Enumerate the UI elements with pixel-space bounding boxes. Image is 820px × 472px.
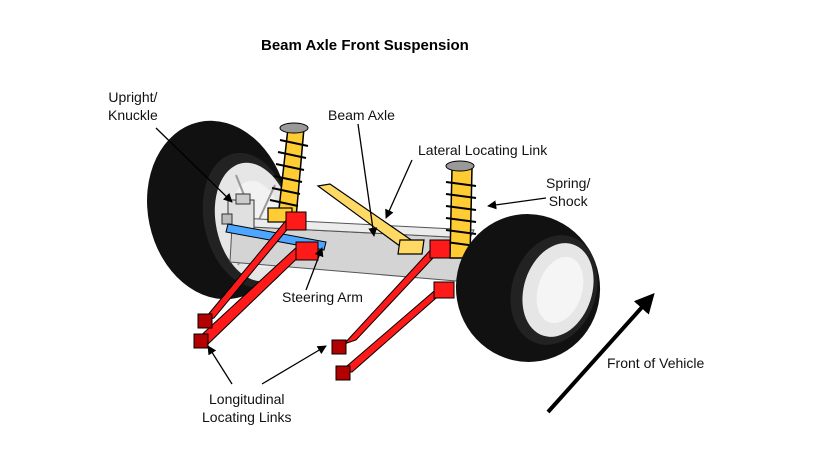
label-lateral-locating-link: Lateral Locating Link bbox=[418, 142, 548, 158]
label-spring-shock: Spring/ Shock bbox=[546, 175, 591, 209]
label-upright: Upright/ Knuckle bbox=[108, 89, 158, 123]
callout-arrows bbox=[155, 123, 547, 385]
long-link-arrow-left bbox=[207, 345, 233, 385]
long-link-arrow-right bbox=[261, 345, 327, 385]
lateral-locating-link bbox=[316, 183, 425, 255]
longitudinal-links bbox=[193, 211, 455, 381]
label-steering-arm: Steering Arm bbox=[282, 289, 363, 305]
label-longitudinal-links: Longitudinal Locating Links bbox=[202, 391, 292, 425]
right-spring-shock bbox=[445, 160, 477, 259]
spring-shock-arrow bbox=[487, 197, 547, 210]
beam-axle-arrow bbox=[357, 123, 378, 237]
right-wheel bbox=[455, 214, 601, 362]
upright-arrow bbox=[155, 127, 233, 203]
diagram-title: Beam Axle Front Suspension bbox=[261, 37, 469, 54]
steering-arm-arrow bbox=[305, 247, 324, 291]
label-front-of-vehicle: Front of Vehicle bbox=[607, 355, 705, 371]
front-of-vehicle-arrow bbox=[546, 293, 655, 414]
label-beam-axle: Beam Axle bbox=[328, 107, 395, 123]
lateral-link-arrow bbox=[385, 159, 413, 219]
